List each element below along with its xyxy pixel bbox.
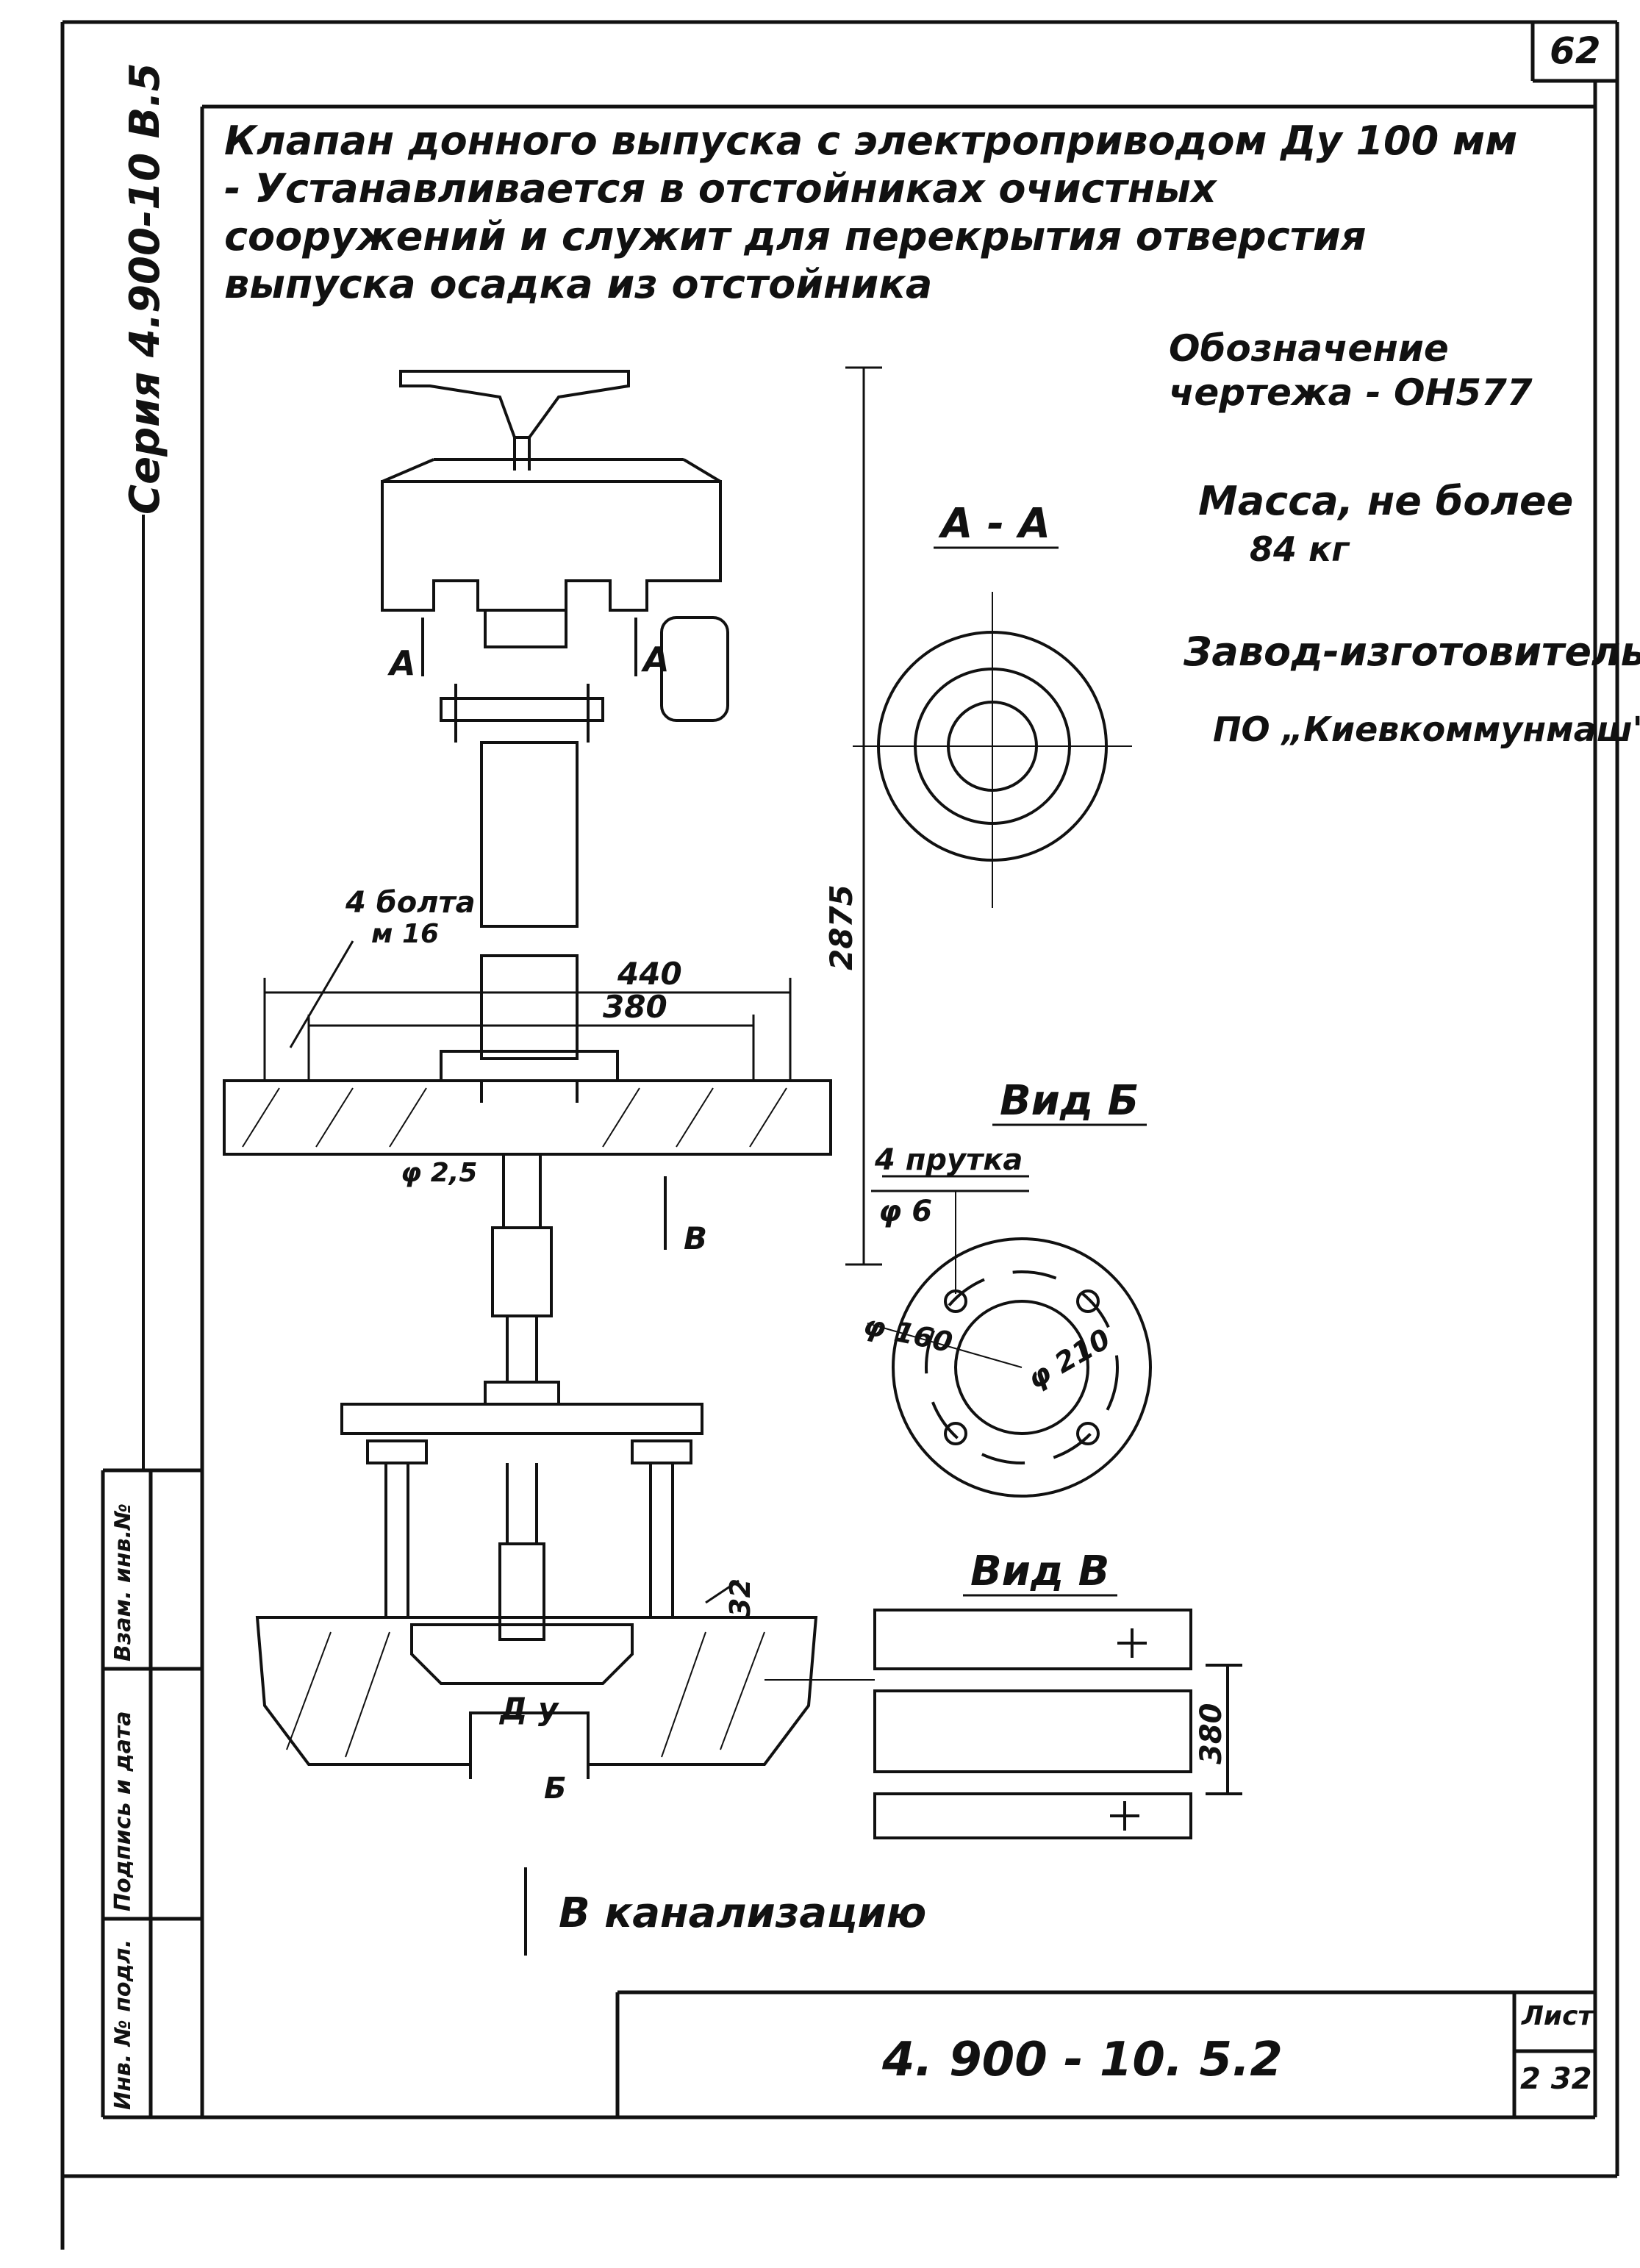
marker-a-left: А xyxy=(390,643,416,683)
height-dimension xyxy=(845,366,882,1266)
sheet-frame xyxy=(60,20,1619,2250)
base-dimensions xyxy=(263,940,792,1604)
rods-diameter-label: φ 6 xyxy=(878,1195,933,1228)
description-line-1: Клапан донного выпуска с электроприводом… xyxy=(224,118,1518,164)
document-designation: 4. 900 - 10. 5.2 xyxy=(882,2033,1283,2087)
valve-assembly xyxy=(223,370,832,1956)
dim-height-label: 2875 xyxy=(823,884,859,970)
manufacturer-value: ПО „Киевкоммунмаш" xyxy=(1213,709,1640,749)
section-aa-drawing xyxy=(853,546,1132,908)
manufacturer-label: Завод-изготовитель xyxy=(1184,629,1640,675)
bolt-size-label: м 16 xyxy=(371,919,440,949)
view-v-drawing xyxy=(765,1594,1242,1839)
marker-a-right: А xyxy=(643,640,670,679)
drawing-designation-value: чертежа - ОН577 xyxy=(1169,371,1533,414)
mass-label: Масса, не более xyxy=(1198,478,1574,524)
to-sewer-label: В канализацию xyxy=(559,1889,927,1937)
drawing-designation-label: Обозначение xyxy=(1169,327,1449,370)
dim-440-label: 440 xyxy=(617,956,682,992)
bolts-label: 4 болта xyxy=(345,886,476,920)
sheet-label: Лист xyxy=(1522,2001,1594,2031)
dim-380-label: 380 xyxy=(603,989,667,1025)
view-v-title: Вид В xyxy=(970,1548,1110,1595)
description-line-3: сооружений и служит для перекрытия отвер… xyxy=(224,213,1367,260)
dim-32-label: 32 xyxy=(724,1578,756,1617)
marker-b: Б xyxy=(544,1772,567,1806)
stamp-replace-label: Взам. инв.№ xyxy=(110,1503,136,1661)
mass-value: 84 кг xyxy=(1250,529,1350,569)
dim-25-label: φ 2,5 xyxy=(401,1158,478,1188)
dim-380-v-label: 380 xyxy=(1195,1703,1228,1765)
marker-v: В xyxy=(684,1220,708,1256)
stamp-sign-label: Подпись и дата xyxy=(110,1711,136,1911)
description-line-4: выпуска осадка из отстойника xyxy=(224,261,933,307)
description-line-2: - Устанавливается в отстойниках очистных xyxy=(224,165,1217,212)
section-aa-title: А - А xyxy=(941,500,1050,548)
sheet-number: 2 32 xyxy=(1520,2062,1592,2096)
view-b-title: Вид Б xyxy=(1000,1077,1139,1125)
rods-label: 4 прутка xyxy=(875,1143,1023,1177)
hatching xyxy=(242,1087,787,1758)
series-label: Серия 4.900-10 В.5 xyxy=(121,62,169,515)
du-label: Д у xyxy=(500,1691,559,1727)
view-b-drawing xyxy=(867,1123,1152,1498)
page-number: 62 xyxy=(1550,29,1601,72)
stamp-inv-label: Инв. № подл. xyxy=(110,1939,136,2110)
